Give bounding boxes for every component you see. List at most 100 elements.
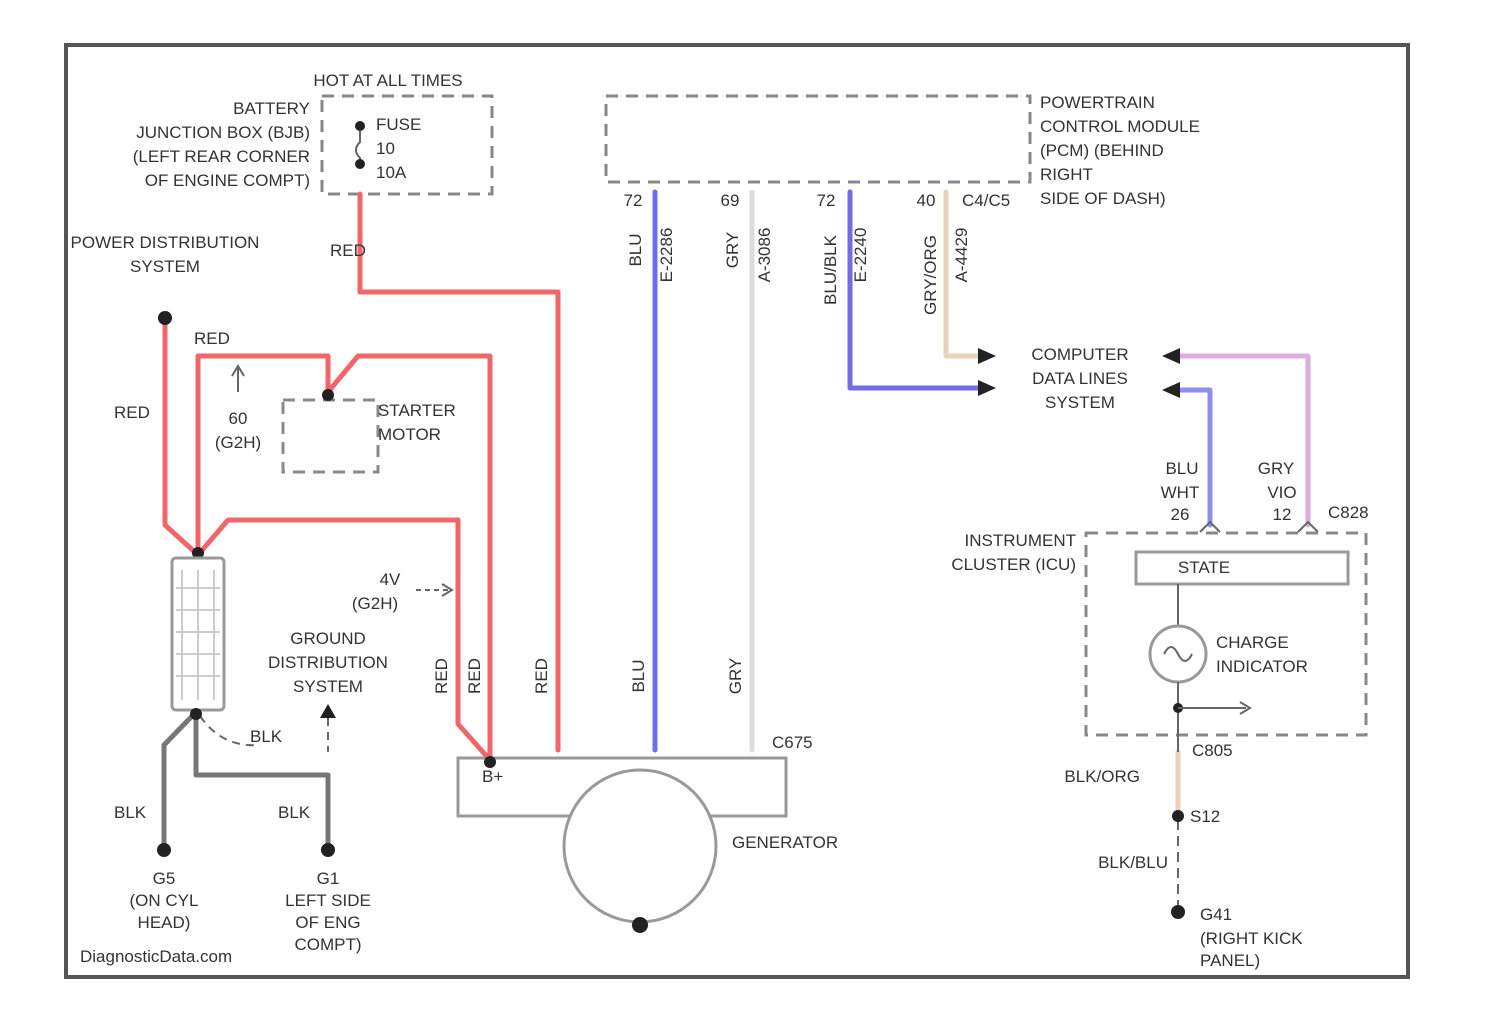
ground-g41-id: G41 (1200, 905, 1232, 924)
gauge-left-unit: (G2H) (215, 433, 261, 452)
fuse-location-line-3: (LEFT REAR CORNER (133, 147, 310, 166)
fuse-box-outline (322, 96, 492, 194)
fuse-header: HOT AT ALL TIMES (313, 71, 462, 90)
wire-label-gen-red-3: RED (532, 658, 551, 694)
fuse-element-icon (356, 131, 360, 162)
ground-g5-terminal (157, 843, 171, 857)
generator-body-icon (564, 770, 716, 922)
ground-g1-terminal (321, 843, 335, 857)
pcm-connector: C4/C5 (962, 191, 1010, 210)
power-dist-label-2: SYSTEM (130, 257, 200, 276)
starter-box-outline (283, 400, 378, 472)
pcm-box-outline (606, 96, 1030, 182)
wire-label-gen-red-2: RED (465, 658, 484, 694)
ground-g1-desc-2: OF ENG (295, 913, 360, 932)
ground-dist-label-2: DISTRIBUTION (268, 653, 388, 672)
fuse-terminal-bottom (355, 159, 365, 169)
fuse-label-1: FUSE (376, 115, 421, 134)
fuse-location-line-2: JUNCTION BOX (BJB) (136, 123, 310, 142)
fuse-label-3: 10A (376, 163, 407, 182)
cluster-wire-right-2: VIO (1267, 483, 1296, 502)
charge-indicator-label-1: CHARGE (1216, 633, 1289, 652)
cluster-state-label: STATE (1178, 558, 1230, 577)
cluster-connector: C828 (1328, 503, 1369, 522)
ground-g5-id: G5 (153, 869, 176, 888)
pcm-wire-code-3: E-2240 (851, 228, 870, 283)
pcm-wire-color-1: BLU (626, 233, 645, 266)
pcm-wire-color-4: GRY/ORG (921, 235, 940, 315)
ground-dist-arrow-icon (320, 704, 336, 718)
ground-g41-terminal (1171, 905, 1185, 919)
starter-label-2: MOTOR (378, 425, 441, 444)
ground-g5-desc-1: (ON CYL (130, 891, 199, 910)
cluster-label-1: INSTRUMENT (965, 531, 1076, 550)
cluster-wire-left-3: 26 (1171, 505, 1190, 524)
power-dist-connector (158, 311, 172, 325)
cluster-wire-bottom-2: BLK/BLU (1098, 853, 1168, 872)
cluster-wire-bottom-1: BLK/ORG (1064, 767, 1140, 786)
data-lines-label-1: COMPUTER (1031, 345, 1128, 364)
generator-ground-terminal (632, 917, 648, 933)
data-lines-arrow-tan-icon (978, 348, 996, 364)
fuse-terminal-top (355, 121, 365, 131)
ground-g1-id: G1 (317, 869, 340, 888)
wire-label-red-left: RED (114, 403, 150, 422)
pcm-label-1: POWERTRAIN (1040, 93, 1155, 112)
fuse-label-2: 10 (376, 139, 395, 158)
wire-label-red-top: RED (194, 329, 230, 348)
gauge-mid-unit: (G2H) (352, 594, 398, 613)
junction-terminal-bottom (190, 708, 202, 720)
pcm-pin-4: 40 (917, 191, 936, 210)
wire-label-blk-small: BLK (250, 727, 283, 746)
pcm-wire-color-3: BLU/BLK (821, 234, 840, 305)
generator-connector: C675 (772, 733, 813, 752)
gauge-left-value: 60 (229, 409, 248, 428)
starter-label-1: STARTER (378, 401, 456, 420)
cluster-label-2: CLUSTER (ICU) (951, 555, 1076, 574)
wire-red-power-distribution (165, 322, 198, 555)
data-lines-label-2: DATA LINES (1032, 369, 1128, 388)
pcm-label-3: (PCM) (BEHIND (1040, 141, 1164, 160)
splice-s12-dot (1172, 810, 1184, 822)
cluster-wire-left-1: BLU (1165, 459, 1198, 478)
cluster-state-module (1136, 552, 1348, 584)
wire-label-blk-2: BLK (278, 803, 311, 822)
generator-terminal-label: B+ (482, 767, 503, 786)
ground-g41-desc-1: (RIGHT KICK (1200, 929, 1303, 948)
pcm-label-4: RIGHT (1040, 165, 1093, 184)
wire-label-gen-red-1: RED (432, 658, 451, 694)
ground-g1-desc-3: COMPT) (294, 935, 361, 954)
pcm-wire-code-1: E-2286 (657, 228, 676, 283)
splice-s12-label: S12 (1190, 807, 1220, 826)
data-lines-label-3: SYSTEM (1045, 393, 1115, 412)
wire-label-gen-blu: BLU (629, 659, 648, 692)
ground-dist-label-3: SYSTEM (293, 677, 363, 696)
data-lines-arrow-blue2-icon (1162, 382, 1180, 398)
cluster-bottom-connector: C805 (1192, 741, 1233, 760)
data-lines-arrow-pink-icon (1162, 348, 1180, 364)
cluster-wire-right-1: GRY (1258, 459, 1295, 478)
watermark: DiagnosticData.com (80, 947, 232, 966)
pcm-pin-2: 69 (721, 191, 740, 210)
wire-blu-blk-to-data-lines (850, 192, 984, 388)
pcm-wire-code-4: A-4429 (952, 228, 971, 283)
data-lines-arrow-blue-icon (978, 380, 996, 396)
wire-label-blk-1: BLK (114, 803, 147, 822)
gauge-mid-value: 4V (380, 570, 401, 589)
ground-g1-desc-1: LEFT SIDE (285, 891, 371, 910)
cluster-wire-right-3: 12 (1273, 505, 1292, 524)
cluster-wire-left-2: WHT (1161, 483, 1200, 502)
pcm-label-5: SIDE OF DASH) (1040, 189, 1166, 208)
pcm-pin-1: 72 (624, 191, 643, 210)
wire-label-red-fuse: RED (330, 241, 366, 260)
pcm-pin-3: 72 (817, 191, 836, 210)
wire-blk-to-g5 (164, 712, 196, 848)
ground-dist-label-1: GROUND (290, 629, 366, 648)
generator-label: GENERATOR (732, 833, 838, 852)
ground-g5-desc-2: HEAD) (138, 913, 191, 932)
junction-block (172, 558, 224, 710)
wire-label-gen-gry: GRY (726, 658, 745, 695)
pcm-label-2: CONTROL MODULE (1040, 117, 1200, 136)
fuse-location-line-4: OF ENGINE COMPT) (145, 171, 310, 190)
